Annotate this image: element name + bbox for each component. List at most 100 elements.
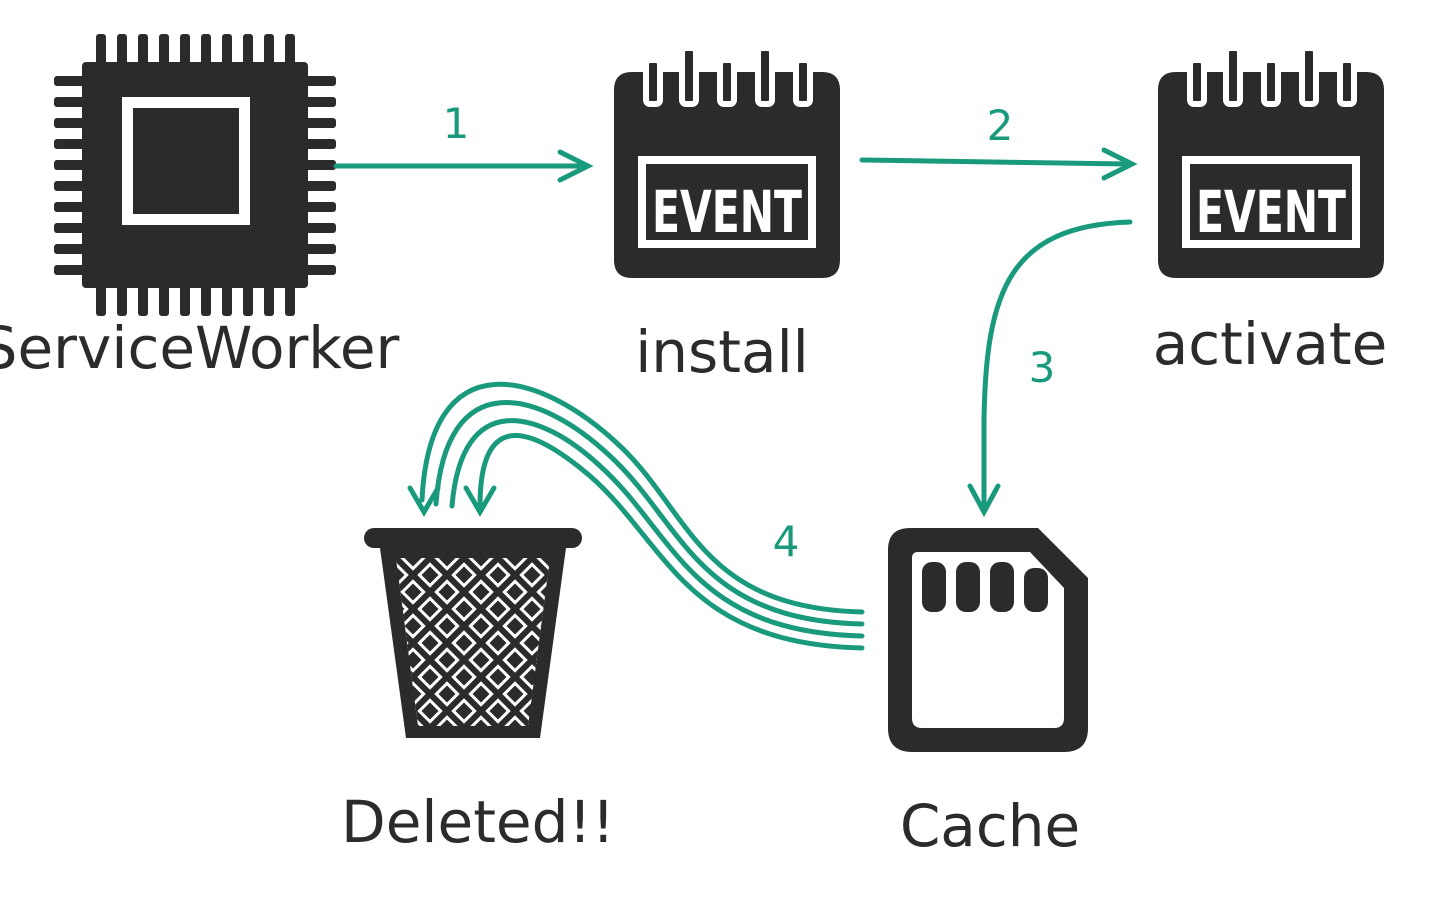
basket-mesh-strand — [158, 558, 328, 728]
basket-mesh-line — [192, 558, 362, 728]
chip-pin — [96, 34, 106, 70]
trash-basket-icon — [0, 528, 804, 738]
chip-pin — [159, 280, 169, 316]
basket-mesh-line — [90, 558, 260, 728]
basket-mesh-strand — [396, 558, 467, 726]
basket-mesh-line — [396, 558, 401, 726]
basket-mesh-line — [396, 558, 401, 726]
basket-mesh-strand — [0, 558, 158, 728]
chip-pin — [243, 280, 253, 316]
basket-mesh-strand — [566, 558, 736, 728]
chip-pin — [222, 34, 232, 70]
install-event-badge: EVENT — [652, 178, 802, 246]
service-worker-label: ServiceWorker — [0, 314, 399, 382]
chip-pin — [54, 139, 90, 149]
basket-mesh-line — [90, 558, 260, 728]
basket-mesh-strand — [192, 558, 362, 728]
chip-pin — [285, 280, 295, 316]
basket-mesh-strand — [124, 558, 294, 728]
basket-mesh-line — [634, 558, 804, 728]
basket-mesh-strand — [90, 558, 260, 728]
chip-pin — [222, 280, 232, 316]
basket-mesh-strand — [56, 558, 226, 728]
chip-pin — [201, 280, 211, 316]
activate-label: activate — [1153, 310, 1388, 378]
chip-pin — [54, 202, 90, 212]
basket-mesh-line — [158, 558, 328, 728]
basket-mesh-line — [124, 558, 294, 728]
chip-pin — [300, 181, 336, 191]
chip-pin — [54, 244, 90, 254]
chip-pin — [300, 76, 336, 86]
basket-mesh-line — [192, 558, 362, 728]
edge-1-arrow — [333, 149, 594, 183]
basket-mesh-strand — [124, 558, 294, 728]
chip-pin — [300, 265, 336, 275]
edge-3-arrow — [967, 219, 1133, 518]
chip-pin — [300, 97, 336, 107]
chip-pin — [159, 34, 169, 70]
basket-mesh-strand — [396, 558, 433, 726]
chip-pin — [138, 280, 148, 316]
chip-pin — [300, 223, 336, 233]
chip-pin — [54, 265, 90, 275]
basket-mesh-strand — [634, 558, 804, 728]
chip-pin — [300, 202, 336, 212]
edge-4-arrow — [407, 381, 865, 651]
chip-pin — [300, 118, 336, 128]
basket-mesh-strand — [634, 558, 804, 728]
basket-mesh-strand — [495, 558, 550, 726]
basket-mesh-strand — [22, 558, 192, 728]
chip-pin — [180, 34, 190, 70]
basket-mesh-strand — [396, 558, 550, 726]
basket-mesh-strand — [396, 558, 501, 726]
chip-pin — [54, 76, 90, 86]
chip-pin — [54, 223, 90, 233]
basket-mesh-strand — [396, 558, 399, 726]
basket-mesh-line — [0, 558, 158, 728]
edge-4-label: 4 — [773, 517, 800, 566]
cache-label: Cache — [900, 792, 1080, 860]
basket-mesh-strand — [90, 558, 260, 728]
basket-mesh-line — [124, 558, 294, 728]
basket-mesh-line — [22, 558, 192, 728]
calendar-event-icon — [614, 45, 840, 278]
chip-pin — [201, 34, 211, 70]
basket-mesh-strand — [396, 558, 399, 726]
calendar-event-icon — [1158, 45, 1384, 278]
basket-mesh-line — [56, 558, 226, 728]
chip-pin — [285, 34, 295, 70]
chip-pin — [96, 280, 106, 316]
chip-pin — [117, 280, 127, 316]
basket-mesh-line — [566, 558, 736, 728]
chip-pin — [264, 34, 274, 70]
basket-mesh-line — [566, 558, 736, 728]
chip-pin — [54, 118, 90, 128]
edge-2-arrow — [859, 147, 1138, 181]
chip-pin — [54, 97, 90, 107]
basket-mesh-strand — [396, 558, 535, 726]
basket-mesh-strand — [22, 558, 192, 728]
chip-icon — [54, 34, 336, 316]
install-label: install — [635, 318, 809, 386]
basket-mesh-line — [158, 558, 328, 728]
basket-mesh-strand — [158, 558, 328, 728]
chip-pin — [54, 181, 90, 191]
basket-mesh-strand — [427, 558, 550, 726]
chip-pin — [300, 244, 336, 254]
basket-mesh-line — [634, 558, 804, 728]
edge-1-label: 1 — [443, 99, 470, 148]
chip-pin — [138, 34, 148, 70]
chip-pin — [180, 280, 190, 316]
activate-event-badge: EVENT — [1196, 178, 1346, 246]
edge-2-label: 2 — [987, 101, 1014, 150]
basket-mesh-line — [22, 558, 192, 728]
deleted-label: Deleted!! — [341, 788, 615, 856]
chip-pin — [117, 34, 127, 70]
chip-pin — [300, 160, 336, 170]
chip-pin — [243, 34, 253, 70]
basket-mesh-strand — [566, 558, 736, 728]
basket-mesh-strand — [56, 558, 226, 728]
edge-3-label: 3 — [1029, 343, 1056, 392]
basket-mesh-line — [56, 558, 226, 728]
